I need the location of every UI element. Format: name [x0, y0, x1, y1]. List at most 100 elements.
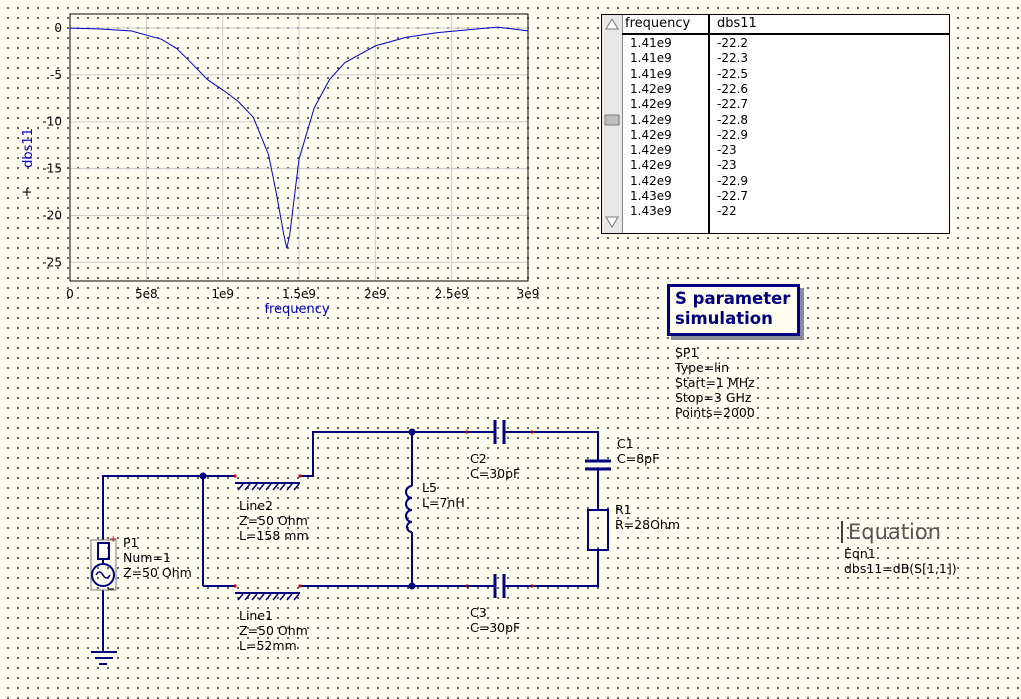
c1-value: C=8pF: [617, 451, 660, 466]
c1-capacitor[interactable]: [585, 452, 611, 476]
line2-symbol[interactable]: [235, 482, 300, 491]
ground-icon: [91, 651, 117, 665]
cell-frequency: 1.42e9: [630, 81, 672, 96]
cell-dbs11: -22.8: [717, 112, 749, 127]
sim-prop: Start=1 MHz: [675, 375, 755, 390]
header-dbs11: dbs11: [717, 16, 757, 31]
cell-dbs11: -22.9: [717, 173, 749, 188]
cell-dbs11: -22: [717, 204, 737, 219]
scroll-thumb[interactable]: [604, 114, 620, 126]
line2-l: L=158 mm: [239, 528, 309, 543]
equation-title[interactable]: Equation: [848, 520, 942, 544]
cell-dbs11: -22.2: [717, 36, 749, 50]
cell-dbs11: -22.5: [717, 66, 749, 81]
cell-dbs11: -22.7: [717, 97, 749, 112]
sim-prop: Type=lin: [675, 360, 730, 375]
sim-props[interactable]: SP1 Type=lin Start=1 MHz Stop=3 GHz Poin…: [675, 345, 755, 420]
cell-dbs11: -22.7: [717, 189, 749, 203]
line1-label[interactable]: Line1 Z=50 Ohm L=52mm: [239, 608, 308, 653]
x-tick-label: 2e9: [364, 287, 387, 301]
sparam-simulation-block[interactable]: S parameter simulation: [667, 284, 800, 336]
p1-port[interactable]: +: [90, 534, 117, 591]
line1-name: Line1: [239, 608, 274, 623]
line2-z: Z=50 Ohm: [239, 513, 308, 528]
x-axis-label: frequency: [264, 302, 330, 317]
cell-frequency: 1.41e9: [630, 66, 672, 81]
c1-label[interactable]: C1 C=8pF: [617, 436, 659, 466]
y-axis-marker: +: [20, 187, 35, 198]
cell-dbs11: -22.6: [717, 81, 749, 96]
line2-label[interactable]: Line2 Z=50 Ohm L=158 mm: [239, 498, 309, 543]
l5-name: L5: [422, 480, 437, 495]
sim-prop: SP1: [675, 345, 699, 360]
y-tick-label: -5: [50, 68, 62, 82]
header-frequency: frequency: [625, 16, 691, 31]
cell-frequency: 1.41e9: [630, 51, 672, 66]
junction-dots: [199, 428, 416, 590]
p1-z: Z=50 Ohm: [123, 565, 192, 580]
rect-diagram[interactable]: 0 5e8 1e9 1.5e9 2e9 2.5e9 3e9 0 -5 -10 -15 -20 -25 f…: [0, 0, 560, 330]
c3-name: C3: [470, 605, 487, 620]
dbs11-curve: [69, 26, 529, 249]
equation-bracket-icon: [841, 521, 843, 543]
plot-frame: [69, 13, 529, 282]
table-scrollbar[interactable]: [602, 15, 623, 233]
c2-capacitor[interactable]: [467, 420, 532, 444]
scroll-down-icon[interactable]: [605, 216, 619, 228]
cell-frequency: 1.42e9: [630, 97, 672, 112]
plus-icon: +: [109, 534, 117, 545]
sim-prop: Stop=3 GHz: [675, 390, 752, 405]
y-tick-label: -15: [42, 162, 62, 176]
cell-frequency: 1.42e9: [630, 112, 672, 127]
line1-z: Z=50 Ohm: [239, 623, 308, 638]
table-header: [622, 15, 950, 35]
sim-title-line1: S parameter: [675, 289, 791, 308]
x-tick-label: 2.5e9: [435, 287, 469, 301]
c1-name: C1: [617, 436, 634, 451]
x-tick-label: 3e9: [517, 287, 540, 301]
cell-dbs11: -22.9: [717, 127, 749, 142]
cell-frequency: 1.42e9: [630, 143, 672, 158]
c3-label[interactable]: C3 C=30pF: [470, 605, 520, 635]
tabular-diagram[interactable]: frequency dbs11 1.41e9 -22.2 1.41e9 -22.3 1.…: [601, 14, 950, 234]
x-tick-label: 5e8: [135, 287, 158, 301]
line1-symbol[interactable]: [235, 592, 300, 601]
y-tick-label: -20: [42, 208, 62, 222]
cell-dbs11: -23: [717, 158, 737, 173]
c2-label[interactable]: C2 C=30pF: [470, 451, 520, 481]
cell-frequency: 1.42e9: [630, 158, 672, 173]
cell-frequency: 1.41e9: [630, 36, 672, 50]
c2-name: C2: [470, 451, 487, 466]
c2-value: C=30pF: [470, 466, 521, 481]
cell-frequency: 1.43e9: [630, 189, 672, 203]
p1-label[interactable]: P1 Num=1 Z=50 Ohm: [123, 535, 192, 580]
y-tick-label: -10: [42, 115, 62, 129]
y-axis-label: dbs11: [21, 128, 36, 168]
sim-prop: Points=2000: [675, 405, 755, 420]
p1-name: P1: [123, 535, 139, 550]
x-tick-label: 1e9: [211, 287, 234, 301]
sim-title-line2: simulation: [675, 309, 773, 328]
y-tick-label: 0: [54, 21, 62, 35]
l5-inductor[interactable]: [405, 485, 413, 533]
line1-l: L=52mm: [239, 638, 297, 653]
wires[interactable]: [102, 431, 599, 652]
l5-label[interactable]: L5 L=7nH: [422, 480, 465, 510]
cell-dbs11: -22.3: [717, 51, 749, 66]
cell-frequency: 1.43e9: [630, 204, 672, 219]
r1-resistor[interactable]: [587, 509, 609, 552]
y-tick-label: -25: [42, 255, 62, 269]
r1-label[interactable]: R1 R=28Ohm: [615, 502, 680, 532]
x-tick-label: 0: [66, 287, 74, 301]
equation-name: Eqn1: [844, 546, 876, 561]
equation-expression: dbs11=dB(S[1,1]): [844, 561, 957, 576]
c3-value: C=30pF: [470, 620, 521, 635]
r1-name: R1: [615, 502, 632, 517]
scroll-up-icon[interactable]: [605, 18, 619, 30]
equation-props[interactable]: Eqn1 dbs11=dB(S[1,1]): [844, 546, 957, 576]
p1-num: Num=1: [123, 550, 171, 565]
x-tick-label: 1.5e9: [282, 287, 316, 301]
c3-capacitor[interactable]: [467, 574, 532, 598]
cell-dbs11: -23: [717, 143, 737, 158]
